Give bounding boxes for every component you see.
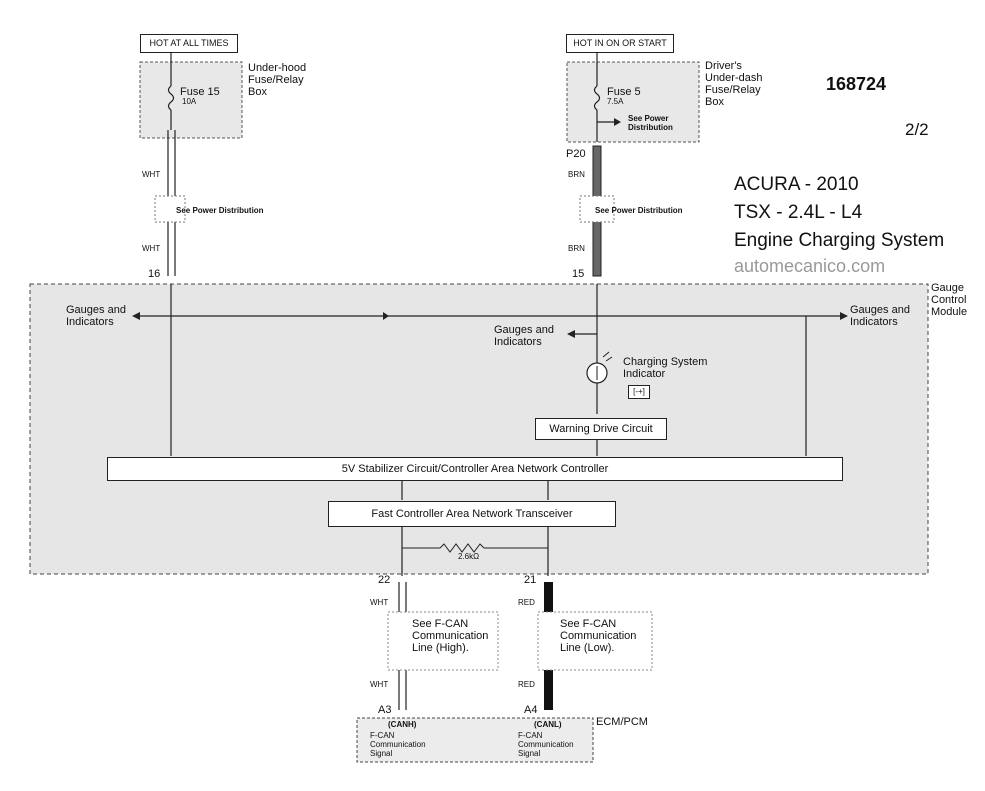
right-see-power-link[interactable]: See Power Distribution [628, 114, 673, 132]
ecm-pcm-label: ECM/PCM [596, 716, 648, 728]
left-power-distribution-link[interactable]: See Power Distribution [176, 206, 264, 215]
page-number: 2/2 [905, 120, 929, 139]
can-high-wire-color-top: WHT [370, 598, 389, 607]
fuse-15-rating: 10A [182, 97, 197, 106]
gauges-indicators-right: Gauges and Indicators [850, 304, 910, 328]
gauge-control-module-outline [29, 283, 929, 575]
model-engine: TSX - 2.4L - L4 [734, 202, 863, 223]
left-wire-color-top: WHT [142, 170, 161, 179]
gauge-control-module-label: Gauge Control Module [931, 282, 968, 318]
pin-21-label: 21 [524, 574, 537, 586]
p20-connector-label: P20 [566, 148, 586, 160]
underhood-box-label: Under-hood Fuse/Relay Box [248, 62, 307, 98]
warning-drive-circuit-box: Warning Drive Circuit [535, 418, 667, 440]
a4-connector-label: A4 [524, 704, 538, 716]
right-wire-color-bottom: BRN [568, 244, 585, 253]
resistor-value: 2.6kΩ [458, 552, 480, 561]
resistor-symbol [439, 543, 485, 553]
diagram-number: 168724 [826, 74, 887, 94]
watermark-text: automecanico.com [734, 256, 886, 276]
left-pin-number: 16 [148, 268, 161, 280]
can-high-wire-color-bottom: WHT [370, 680, 389, 689]
underdash-box-label: Driver's Under-dash Fuse/Relay Box [705, 60, 763, 108]
gauges-indicators-left: Gauges and Indicators [66, 304, 126, 328]
a3-connector-label: A3 [378, 704, 392, 716]
gauges-indicators-mid: Gauges and Indicators [494, 324, 554, 348]
can-low-wire-color-top: RED [518, 598, 535, 607]
fcan-signal-low: F-CAN Communication Signal [518, 731, 574, 758]
canh-label: (CANH) [388, 720, 417, 729]
charging-system-indicator-label: Charging System Indicator [623, 356, 708, 380]
hot-at-all-times-label: HOT AT ALL TIMES [140, 34, 238, 53]
left-fuse-box-outline [139, 61, 243, 139]
stabilizer-can-controller-box: 5V Stabilizer Circuit/Controller Area Ne… [107, 457, 843, 481]
see-fcan-high-link[interactable]: See F-CAN Communication Line (High). [412, 618, 489, 654]
fcan-signal-high: F-CAN Communication Signal [370, 731, 426, 758]
system-title: Engine Charging System [734, 230, 945, 251]
fast-can-transceiver-box: Fast Controller Area Network Transceiver [328, 501, 616, 527]
fuse-5-symbol [593, 85, 601, 111]
fuse-5-label: Fuse 5 [607, 86, 641, 98]
right-fuse-box-outline [566, 61, 700, 143]
fuse-5-rating: 7.5A [607, 97, 624, 106]
battery-icon: [-+] [628, 385, 650, 399]
ecm-box-outline [356, 717, 594, 763]
right-power-distribution-link[interactable]: See Power Distribution [595, 206, 683, 215]
pin-22-label: 22 [378, 574, 391, 586]
can-low-wire-color-bottom: RED [518, 680, 535, 689]
see-fcan-low-link[interactable]: See F-CAN Communication Line (Low). [560, 618, 637, 654]
fuse-15-symbol [167, 85, 175, 111]
hot-in-on-or-start-label: HOT IN ON OR START [566, 34, 674, 53]
fuse-15-label: Fuse 15 [180, 86, 220, 98]
right-wire-color-top: BRN [568, 170, 585, 179]
left-wire-color-bottom: WHT [142, 244, 161, 253]
make-year: ACURA - 2010 [734, 174, 859, 195]
right-pin-number: 15 [572, 268, 585, 280]
canl-label: (CANL) [534, 720, 562, 729]
